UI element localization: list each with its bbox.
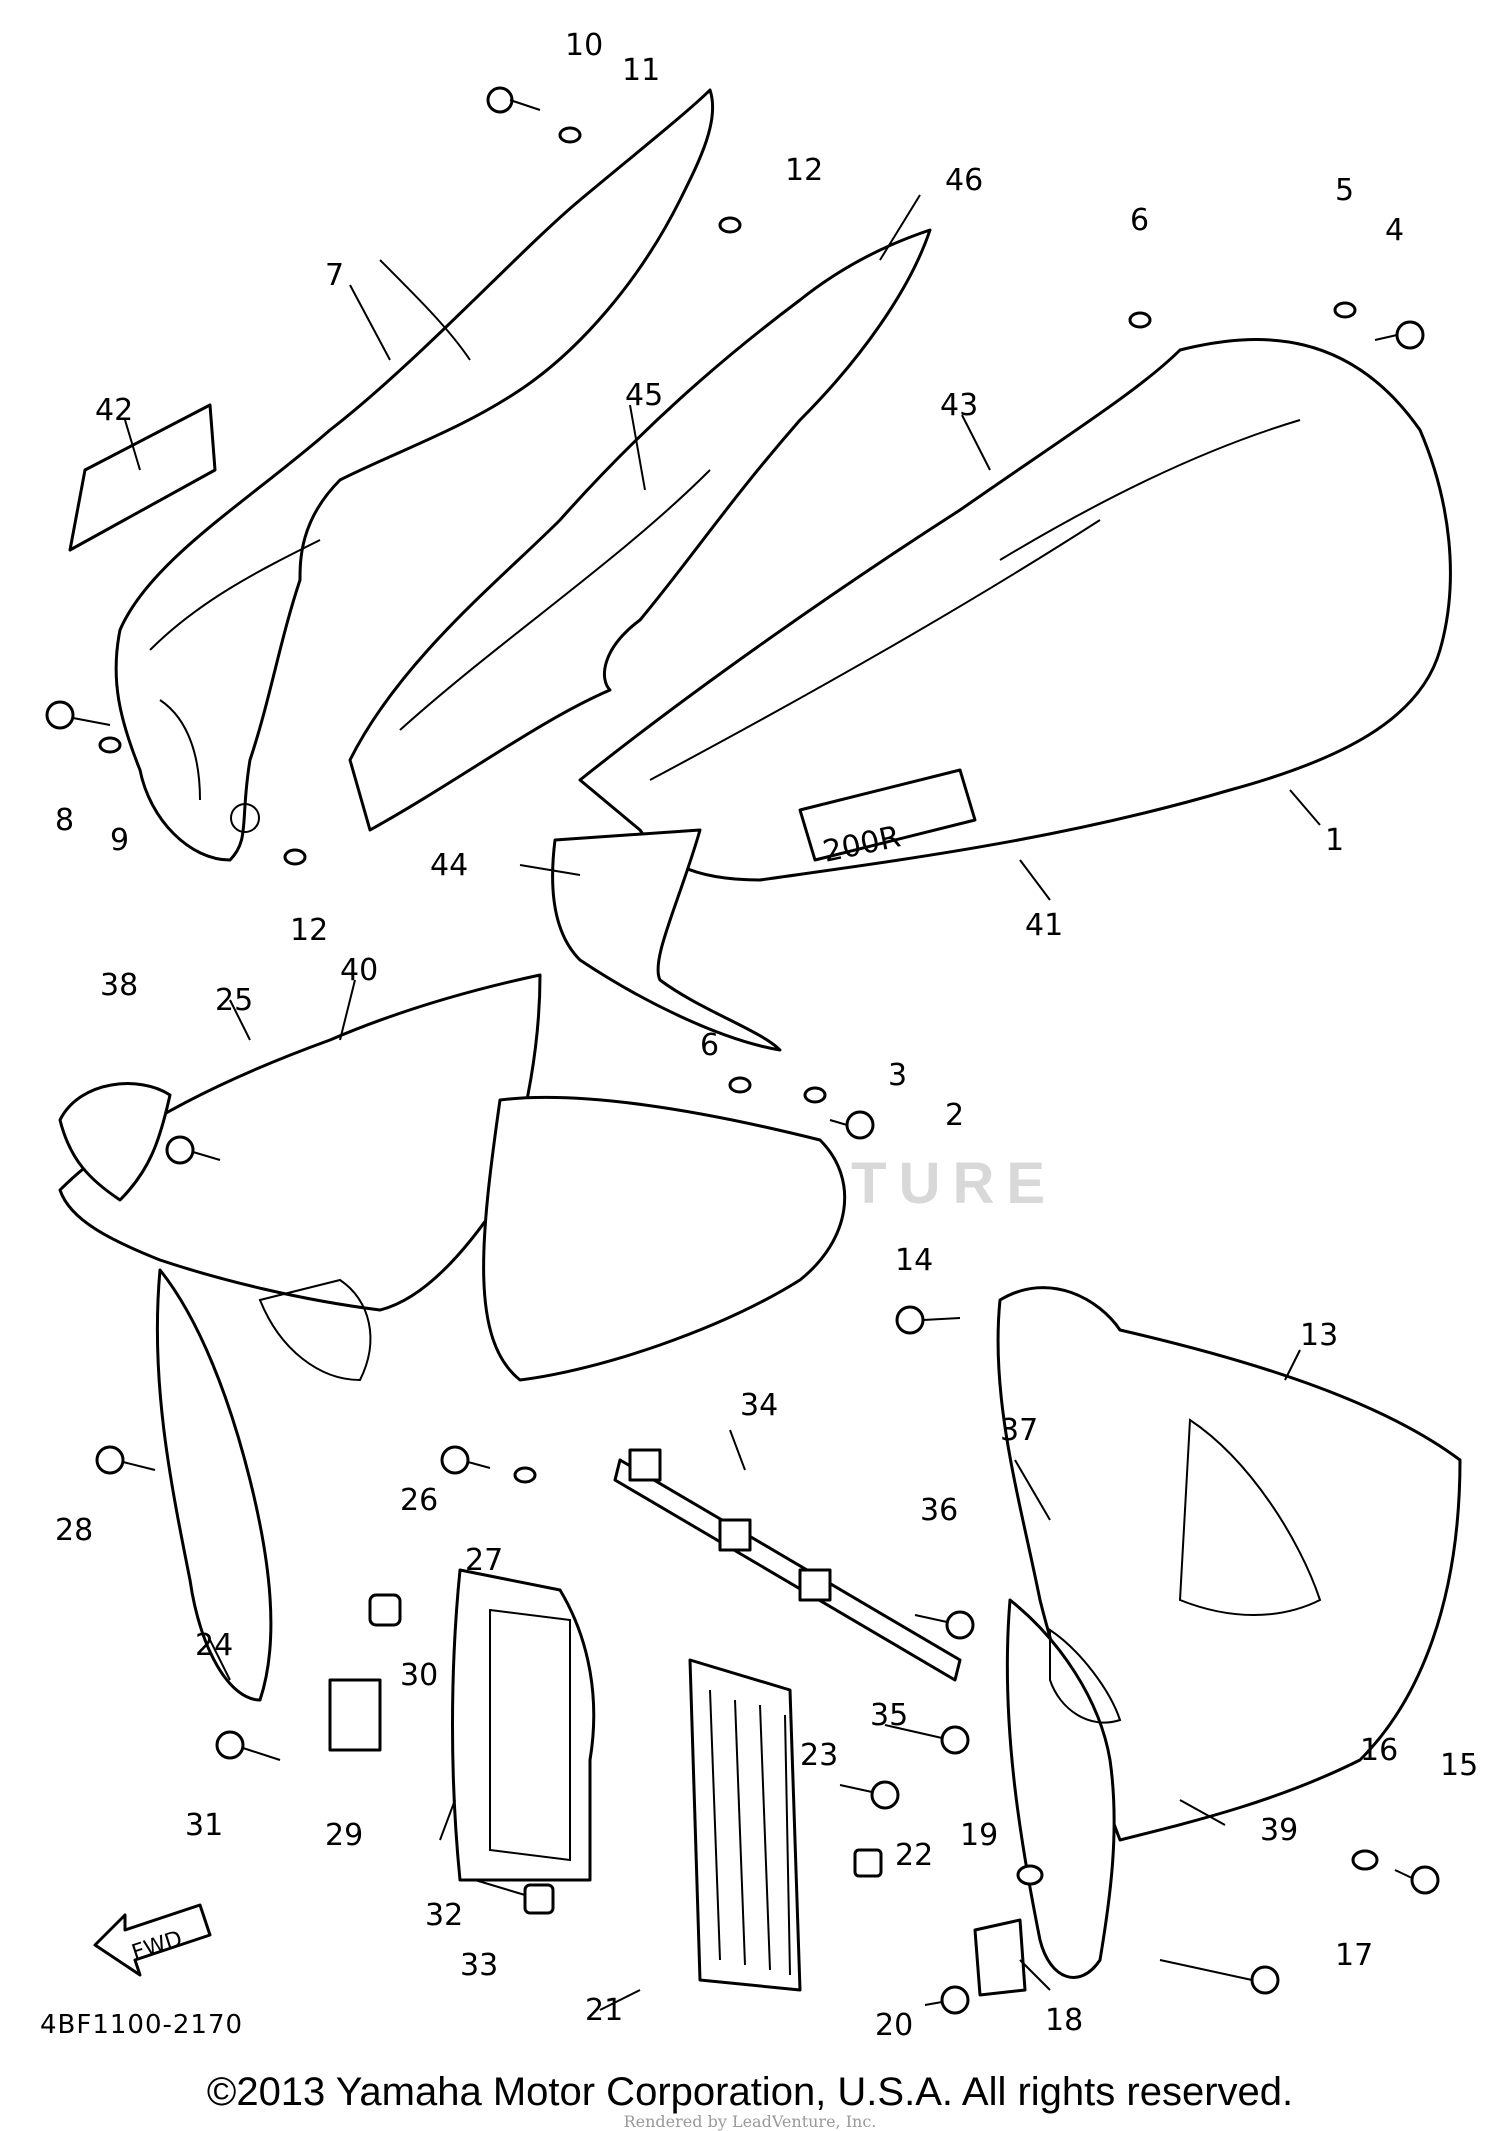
decal-part-42[interactable] xyxy=(68,403,217,552)
callout-5: 5 xyxy=(1335,173,1354,208)
radiator-shroud-left-part[interactable] xyxy=(58,973,847,1702)
callout-37: 37 xyxy=(1000,1413,1038,1448)
washer-part-5[interactable] xyxy=(1333,301,1357,319)
callout-42: 42 xyxy=(95,393,133,428)
callout-6-top: 6 xyxy=(1130,203,1149,238)
callout-36: 36 xyxy=(920,1493,958,1528)
bolt-part-23[interactable] xyxy=(839,1780,900,1810)
callout-23: 23 xyxy=(800,1738,838,1773)
callout-3: 3 xyxy=(888,1058,907,1093)
left-side-cover-part[interactable] xyxy=(114,88,715,862)
graphic-decal-part-45[interactable] xyxy=(348,228,932,832)
bolt-part-20[interactable] xyxy=(924,1985,970,2015)
callout-27: 27 xyxy=(465,1543,503,1578)
bolt-part-8[interactable] xyxy=(45,700,111,730)
nut-part-33[interactable] xyxy=(523,1883,555,1915)
callout-32: 32 xyxy=(425,1898,463,1933)
washer-part-16[interactable] xyxy=(1351,1849,1379,1871)
radiator-louver-part-21[interactable] xyxy=(688,1658,802,1992)
callout-31: 31 xyxy=(185,1808,223,1843)
washer-part-11[interactable] xyxy=(558,126,582,144)
rendered-by-credit: Rendered by LeadVenture, Inc. xyxy=(623,2112,877,2131)
washer-part-3[interactable] xyxy=(803,1086,827,1104)
washer-part-9[interactable] xyxy=(98,736,122,754)
callout-14: 14 xyxy=(895,1243,933,1278)
callout-44: 44 xyxy=(430,848,468,883)
callout-24: 24 xyxy=(195,1628,233,1663)
callout-1: 1 xyxy=(1325,823,1344,858)
callout-12-top: 12 xyxy=(785,153,823,188)
bolt-part-36[interactable] xyxy=(914,1610,975,1640)
leader-lines xyxy=(124,194,1321,2011)
bolt-part-25[interactable] xyxy=(165,1135,221,1165)
bolt-part-4[interactable] xyxy=(1374,320,1425,350)
washer-part-27[interactable] xyxy=(513,1466,537,1484)
callout-16: 16 xyxy=(1360,1733,1398,1768)
radiator-guard-part-32[interactable] xyxy=(451,1568,596,1882)
callout-13: 13 xyxy=(1300,1318,1338,1353)
decal-part-38[interactable] xyxy=(58,1082,172,1202)
bolt-part-2[interactable] xyxy=(829,1110,875,1140)
callout-4: 4 xyxy=(1385,213,1404,248)
washer-part-12-left[interactable] xyxy=(283,848,307,866)
callout-2: 2 xyxy=(945,1098,964,1133)
callout-21: 21 xyxy=(585,1993,623,2028)
callout-33: 33 xyxy=(460,1948,498,1983)
bracket-part-18[interactable] xyxy=(973,1918,1027,1997)
bolt-part-17[interactable] xyxy=(1159,1959,1280,1995)
bolt-part-10[interactable] xyxy=(486,86,541,114)
callout-25: 25 xyxy=(215,983,253,1018)
washer-part-12-top[interactable] xyxy=(718,216,742,234)
bolt-part-26[interactable] xyxy=(440,1445,491,1475)
callout-7: 7 xyxy=(325,258,344,293)
grommet-part-30[interactable] xyxy=(368,1593,402,1627)
bolt-part-35[interactable] xyxy=(884,1724,970,1755)
callout-17: 17 xyxy=(1335,1938,1373,1973)
callout-29: 29 xyxy=(325,1818,363,1853)
callout-15: 15 xyxy=(1440,1748,1478,1783)
bracket-part-29[interactable] xyxy=(328,1678,382,1752)
callout-38: 38 xyxy=(100,968,138,1003)
callout-39: 39 xyxy=(1260,1813,1298,1848)
callout-45: 45 xyxy=(625,378,663,413)
callout-19: 19 xyxy=(960,1818,998,1853)
right-side-cover-part[interactable]: 200R xyxy=(578,338,1452,882)
callout-10: 10 xyxy=(565,28,603,63)
washer-part-19[interactable] xyxy=(1016,1864,1044,1886)
copyright-notice: ©2013 Yamaha Motor Corporation, U.S.A. A… xyxy=(206,2070,1294,2114)
radiator-shroud-right-part[interactable] xyxy=(996,1286,1462,1979)
washer-part-6-bottom[interactable] xyxy=(728,1076,752,1094)
bolt-part-28[interactable] xyxy=(95,1445,156,1475)
callout-11: 11 xyxy=(622,53,660,88)
callout-26: 26 xyxy=(400,1483,438,1518)
lower-cover-part-44[interactable] xyxy=(551,828,782,1052)
bolt-part-14[interactable] xyxy=(895,1305,961,1335)
bracket-part-34[interactable] xyxy=(613,1448,962,1682)
callout-35: 35 xyxy=(870,1698,908,1733)
nut-part-22[interactable] xyxy=(853,1848,883,1878)
callout-40: 40 xyxy=(340,953,378,988)
callout-28: 28 xyxy=(55,1513,93,1548)
callout-30: 30 xyxy=(400,1658,438,1693)
callout-34: 34 xyxy=(740,1388,778,1423)
bolt-part-31[interactable] xyxy=(215,1730,281,1761)
fwd-arrow-icon: FWD xyxy=(93,1903,212,1977)
callout-46: 46 xyxy=(945,163,983,198)
diagram-code: 4BF1100-2170 xyxy=(40,2010,244,2040)
callout-8: 8 xyxy=(55,803,74,838)
callout-12-left: 12 xyxy=(290,913,328,948)
callout-20: 20 xyxy=(875,2008,913,2043)
callout-41: 41 xyxy=(1025,908,1063,943)
callout-6-bottom: 6 xyxy=(700,1028,719,1063)
callout-labels: 1 2 3 4 5 6 6 7 8 9 10 11 12 12 13 14 15… xyxy=(55,28,1478,2043)
washer-part-6-top[interactable] xyxy=(1128,311,1152,329)
callout-43: 43 xyxy=(940,388,978,423)
bolt-part-15[interactable] xyxy=(1394,1865,1440,1895)
callout-18: 18 xyxy=(1045,2003,1083,2038)
callout-22: 22 xyxy=(895,1838,933,1873)
callout-9: 9 xyxy=(110,823,129,858)
